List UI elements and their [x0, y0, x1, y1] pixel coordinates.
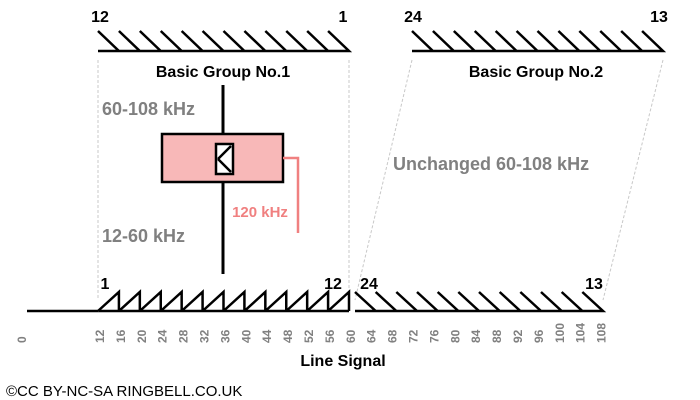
- frequency-tick-label: 40: [239, 329, 253, 343]
- frequency-tick-label: 76: [427, 329, 441, 343]
- mixer-icon: [214, 142, 235, 176]
- upper-band-label: 60-108 kHz: [102, 99, 195, 119]
- group2-left-channel: 24: [404, 9, 422, 26]
- line-channel-label-1: 1: [101, 276, 110, 293]
- carrier-line: [283, 156, 300, 233]
- carrier-frequency-label: 120 kHz: [232, 204, 288, 221]
- frequency-tick-label: 16: [114, 329, 128, 343]
- frequency-tick-label: 32: [198, 329, 212, 343]
- frequency-tick-label: 24: [156, 329, 170, 343]
- line-signal-title: Line Signal: [300, 353, 385, 370]
- group1-spectrum: [97, 30, 353, 53]
- frequency-tick-label: 84: [469, 329, 483, 343]
- frequency-tick-label: 56: [323, 329, 337, 343]
- frequency-tick-label: 92: [511, 329, 525, 343]
- frequency-tick-label: 0: [15, 336, 29, 343]
- credit-text: ©CC BY-NC-SA RINGBELL.CO.UK: [6, 383, 242, 400]
- frequency-tick-label: 68: [386, 329, 400, 343]
- line-channel-label-12: 12: [324, 276, 342, 293]
- frequency-tick-label: 108: [595, 323, 609, 343]
- frequency-tick-label: 88: [490, 329, 504, 343]
- group1-title: Basic Group No.1: [156, 64, 290, 81]
- frequency-tick-label: 80: [448, 329, 462, 343]
- group2-unchanged-note: Unchanged 60-108 kHz: [393, 154, 589, 174]
- frequency-tick-label: 44: [260, 329, 274, 343]
- line-channel-label-13: 13: [585, 276, 603, 293]
- frequency-tick-label: 52: [302, 329, 316, 343]
- frequency-tick-label: 12: [93, 329, 107, 343]
- line-signal-spectrum-lower: [97, 289, 351, 313]
- frequency-tick-label: 96: [532, 329, 546, 343]
- projection-guides: [97, 59, 664, 301]
- frequency-tick-label: 72: [407, 329, 421, 343]
- group1-left-channel: 12: [91, 9, 109, 26]
- frequency-tick-label: 64: [365, 329, 379, 343]
- frequency-tick-label: 100: [553, 323, 567, 343]
- group2-right-channel: 13: [650, 9, 668, 26]
- frequency-tick-label: 20: [135, 329, 149, 343]
- line-signal-spectrum-upper: [354, 291, 607, 313]
- line-channel-label-24: 24: [360, 276, 378, 293]
- frequency-tick-label: 36: [218, 329, 232, 343]
- lower-band-label: 12-60 kHz: [102, 226, 185, 246]
- frequency-tick-label: 48: [281, 329, 295, 343]
- group2-spectrum: [411, 30, 667, 53]
- group2-title: Basic Group No.2: [469, 64, 603, 81]
- frequency-tick-label: 28: [177, 329, 191, 343]
- group1-right-channel: 1: [339, 9, 348, 26]
- frequency-tick-label: 60: [344, 329, 358, 343]
- frequency-axis-ticks: 0 12 16 20 24 28 32 36 40 44 48 52 56 60 64 68 72 76 80 84 8…: [15, 323, 609, 343]
- frequency-tick-label: 104: [574, 323, 588, 343]
